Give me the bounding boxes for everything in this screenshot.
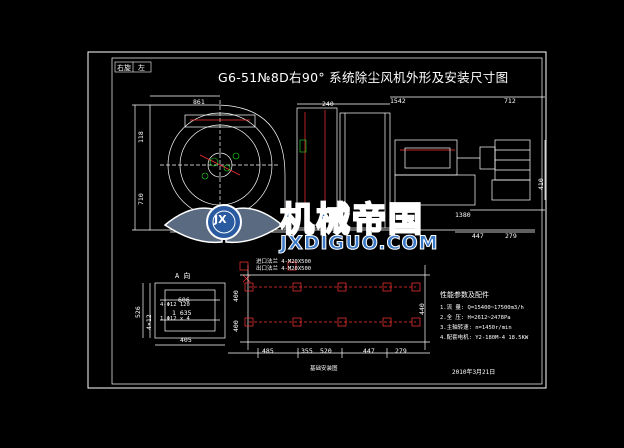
dim-447: 447: [472, 232, 484, 240]
params-heading: 性能参数及配件: [440, 291, 489, 299]
dim-712: 712: [504, 97, 516, 105]
base-dim-447: 447: [363, 347, 375, 355]
outlet-note: 出口法兰 4-M20X500: [256, 266, 312, 272]
base-vdim-400-top: 400: [232, 290, 240, 302]
vdim-526: 526: [134, 306, 142, 318]
vdim-410: 410: [537, 178, 545, 190]
dim-606: 606: [178, 296, 190, 304]
base-note: 基础安装图: [310, 366, 338, 372]
base-dim-279: 279: [395, 347, 407, 355]
base-dim-485: 485: [262, 347, 274, 355]
dim-861: 861: [193, 98, 205, 106]
dim-1-635: 1 635: [172, 309, 192, 317]
green-markers: [201, 139, 307, 180]
drawing-title: G6-51№8D右90° 系统除尘风机外形及安装尺寸图: [218, 70, 509, 85]
param-item-1: 1.流 量: Q=15400~17500m3/h: [440, 305, 524, 311]
drawing-date: 2010年3月21日: [452, 369, 496, 376]
inner-frame: [111, 57, 543, 385]
inlet-spec-1: 4-Φ12 120: [160, 302, 190, 308]
dim-240: 240: [322, 100, 334, 108]
watermark-badge: JX: [214, 213, 227, 226]
base-dim-355: 355: [301, 347, 313, 355]
param-item-3: 3.主轴转速: n=1450r/min: [440, 325, 512, 331]
inlet-spec-2: 1 Φ12 x 4: [160, 316, 190, 322]
view-a-label: A 向: [175, 272, 191, 280]
base-dim-520: 520: [320, 347, 332, 355]
watermark-en: JXDIGUO.COM: [280, 232, 439, 255]
side-view: [296, 96, 546, 233]
vdim-118: 118: [137, 131, 145, 143]
title-block-right: 左: [138, 64, 145, 72]
dim-405: 405: [180, 336, 192, 344]
vdim-4x12: 4×12: [145, 314, 153, 330]
flange-note: 进口法兰 4-M20X500: [256, 259, 312, 265]
base-vdim-400-bottom: 400: [232, 320, 240, 332]
dim-1380: 1380: [455, 211, 471, 219]
param-item-2: 2.全 压: H=2612~2478Pa: [440, 315, 511, 321]
title-block-left: 右旋: [117, 64, 131, 72]
foundation-bolt-holes: [239, 261, 421, 327]
param-item-4: 4.配套电机: Y2-180M-4 18.5KW: [440, 335, 529, 341]
inlet-flange-view: [142, 282, 226, 346]
dim-279: 279: [505, 232, 517, 240]
base-vdim-440: 440: [418, 303, 426, 315]
base-foundation: [228, 265, 430, 358]
red-details: [190, 110, 455, 283]
dim-1542: 1542: [390, 97, 406, 105]
watermark-emblem: [163, 204, 284, 244]
watermark-cn: 机械帝国: [279, 199, 424, 241]
vdim-710: 710: [137, 193, 145, 205]
outer-frame: [87, 51, 547, 389]
